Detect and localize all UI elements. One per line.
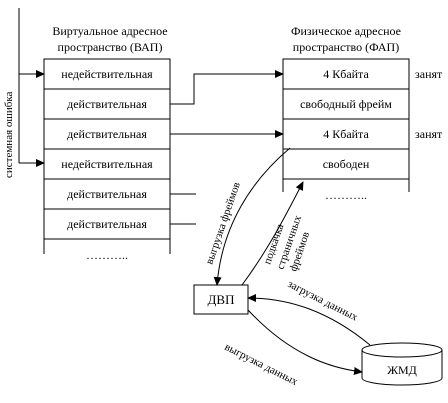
pas-status-3: занят [415,127,443,141]
system-error-label: системная ошибка [3,91,15,178]
vas-cell-6: действительная [67,217,147,231]
pas-title-line1: Физическое адресное [291,24,401,38]
label-frames-out: выгрузка фреймов [203,181,242,266]
vas-dots: ……….. [86,248,128,262]
pas-cell-2: свободный фрейм [300,97,392,111]
pas-table: 4 Кбайта свободный фрейм 4 Кбайта свобод… [282,58,443,202]
pas-title-line2: пространство (ФАП) [293,40,399,54]
label-data-load: загрузка данных [286,278,360,324]
vas-cell-2: действительная [67,97,147,111]
arrow-data-unload [247,309,363,375]
pas-status-1: занят [415,67,443,81]
pas-dots: ……….. [325,188,367,202]
pas-cell-3: 4 Кбайта [323,127,369,141]
vas-cell-1: недействительная [61,67,153,81]
pas-cell-4: свободен [323,157,370,171]
vas-title-line2: пространство (ВАП) [58,40,163,54]
arrow-data-load [247,294,371,346]
label-data-unload: выгрузка данных [223,341,300,388]
vas-cell-5: действительная [67,187,147,201]
vas-cell-4: недействительная [61,157,153,171]
vas-cell-3: действительная [67,127,147,141]
dvp-label: ДВП [208,292,235,307]
vas-title-line1: Виртуальное адресное [52,24,167,38]
system-error-connector: системная ошибка [3,8,45,178]
arrow-frames-out [213,147,291,286]
pas-cell-1: 4 Кбайта [323,67,369,81]
zhmd-cylinder: ЖМД [361,342,443,386]
vas-table: недействительная действительная действит… [43,58,171,262]
zhmd-label: ЖМД [387,363,417,377]
arrow-frames-in [241,181,304,286]
mapping-arrow-1 [170,70,284,105]
